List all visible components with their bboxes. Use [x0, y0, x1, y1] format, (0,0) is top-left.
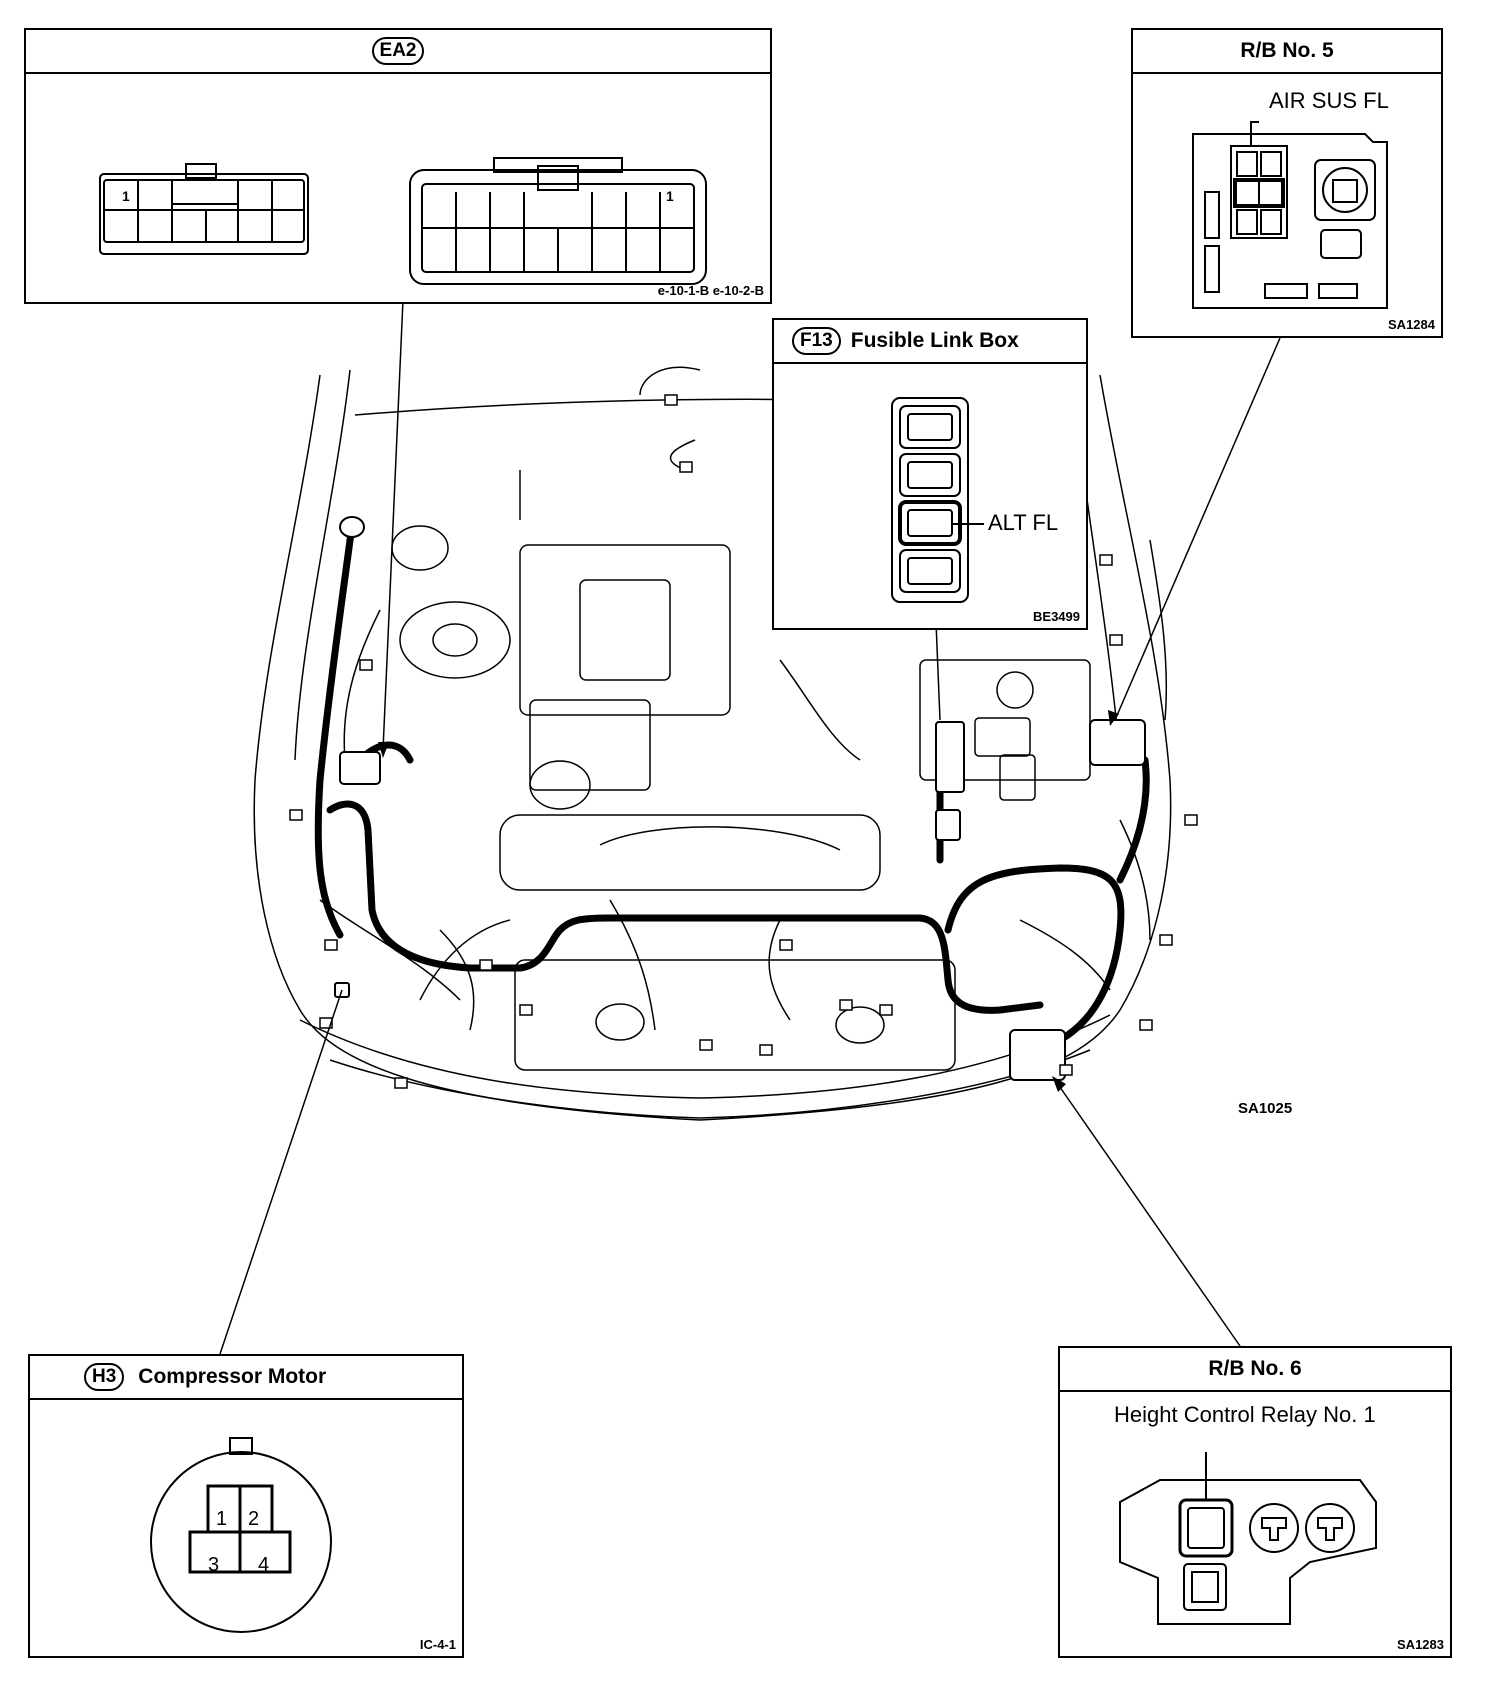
ea2-connector-drawing — [99, 157, 707, 285]
rb5-relay-block-drawing — [1192, 121, 1388, 309]
f13-header: F13 Fusible Link Box — [774, 320, 1086, 364]
h3-code: IC-4-1 — [419, 1637, 456, 1652]
h3-pin-3: 3 — [208, 1554, 220, 1576]
h3-pin-1: 1 — [216, 1508, 228, 1530]
ea2-connector-panel: EA2 1 1 e-10-1-B e-10-2-B — [24, 28, 772, 304]
rb6-code: SA1283 — [1397, 1637, 1444, 1652]
f13-panel: F13 Fusible Link Box ALT FL BE3499 — [772, 318, 1088, 630]
h3-connector-drawing — [150, 1437, 332, 1633]
rb6-panel: R/B No. 6 Height Control Relay No. 1 SA1… — [1058, 1346, 1452, 1658]
f13-fuse-block-drawing — [891, 397, 984, 603]
rb5-title: R/B No. 5 — [1240, 39, 1334, 62]
rb6-relay-block-drawing — [1119, 1452, 1377, 1625]
ea2-header: EA2 — [26, 30, 770, 74]
ea2-code: e-10-1-B e-10-2-B — [657, 283, 764, 298]
f13-title: Fusible Link Box — [850, 329, 1019, 352]
rb6-title: R/B No. 6 — [1208, 1357, 1302, 1380]
f13-fuse-label: ALT FL — [988, 510, 1059, 535]
h3-pin-2: 2 — [248, 1508, 260, 1530]
h3-title: Compressor Motor — [138, 1365, 327, 1388]
rb6-header: R/B No. 6 — [1060, 1348, 1450, 1392]
rb5-code: SA1284 — [1388, 317, 1435, 332]
h3-panel: H3 Compressor Motor 1 2 3 4 IC-4-1 — [28, 1354, 464, 1658]
rb6-relay-label: Height Control Relay No. 1 — [1114, 1402, 1376, 1427]
f13-code: BE3499 — [1033, 609, 1080, 624]
rb5-header: R/B No. 5 — [1133, 30, 1441, 74]
main-drawing-code: SA1025 — [1238, 1100, 1293, 1117]
ea2-right-pin-1: 1 — [666, 188, 674, 204]
h3-header: H3 Compressor Motor — [30, 1356, 462, 1400]
h3-badge: H3 — [84, 1363, 125, 1391]
f13-badge: F13 — [792, 327, 841, 355]
ea2-badge: EA2 — [371, 37, 425, 65]
rb5-fuse-label: AIR SUS FL — [1269, 88, 1389, 113]
rb5-panel: R/B No. 5 AIR SUS FL SA1284 — [1131, 28, 1443, 338]
h3-pin-4: 4 — [258, 1554, 270, 1576]
ea2-left-pin-1: 1 — [122, 188, 130, 204]
